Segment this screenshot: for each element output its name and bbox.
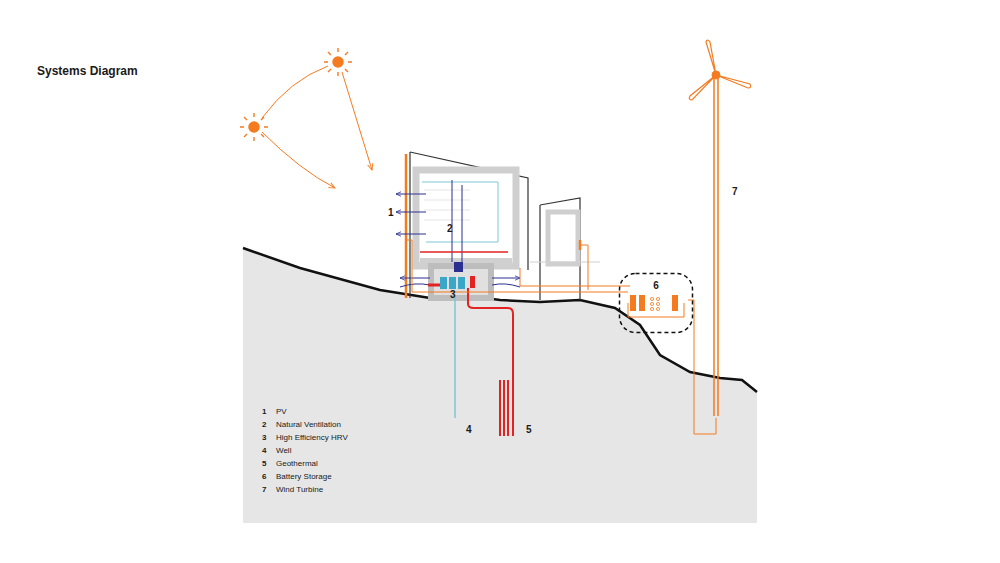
legend-number: 2 bbox=[262, 421, 266, 429]
legend-text: PV bbox=[276, 408, 287, 416]
legend-text: Geothermal bbox=[276, 460, 318, 468]
callout-number: 4 bbox=[466, 425, 472, 435]
legend-text: Wind Turbine bbox=[276, 486, 323, 494]
legend-number: 3 bbox=[262, 434, 266, 442]
legend-text: Well bbox=[276, 447, 291, 455]
dashed-outline bbox=[620, 274, 693, 333]
callout-number: 3 bbox=[450, 290, 456, 300]
hrv-unit bbox=[428, 262, 475, 289]
callout-number: 7 bbox=[732, 187, 738, 197]
main-building bbox=[410, 152, 528, 298]
legend-text: Battery Storage bbox=[276, 473, 332, 481]
terrain-line bbox=[243, 248, 757, 392]
legend-number: 4 bbox=[262, 447, 266, 455]
callout-number: 1 bbox=[388, 208, 394, 218]
callout-number: 6 bbox=[618, 272, 694, 291]
legend-number: 6 bbox=[262, 473, 266, 481]
sun bbox=[249, 57, 343, 132]
callout-number: 2 bbox=[447, 224, 453, 234]
callout-number: 5 bbox=[526, 425, 532, 435]
legend-text: High Efficiency HRV bbox=[276, 434, 348, 442]
geothermal-loop bbox=[468, 288, 513, 436]
battery-storage-box: 6 bbox=[618, 272, 694, 334]
well-pipe bbox=[454, 296, 456, 418]
battery-icons bbox=[628, 295, 684, 317]
ventilation-lines bbox=[396, 180, 520, 287]
diagram-title: Systems Diagram bbox=[37, 65, 138, 77]
legend-number: 1 bbox=[262, 408, 266, 416]
electrical-wiring bbox=[406, 240, 716, 434]
legend-number: 5 bbox=[262, 460, 266, 468]
legend-number: 7 bbox=[262, 486, 266, 494]
wind-turbine bbox=[689, 40, 750, 416]
sun-path bbox=[262, 66, 372, 188]
second-building bbox=[530, 198, 600, 300]
legend-text: Natural Ventilation bbox=[276, 421, 341, 429]
pv-panel bbox=[405, 154, 408, 298]
heating-line bbox=[420, 251, 508, 253]
ground bbox=[243, 248, 757, 523]
sun-rays bbox=[240, 48, 352, 141]
